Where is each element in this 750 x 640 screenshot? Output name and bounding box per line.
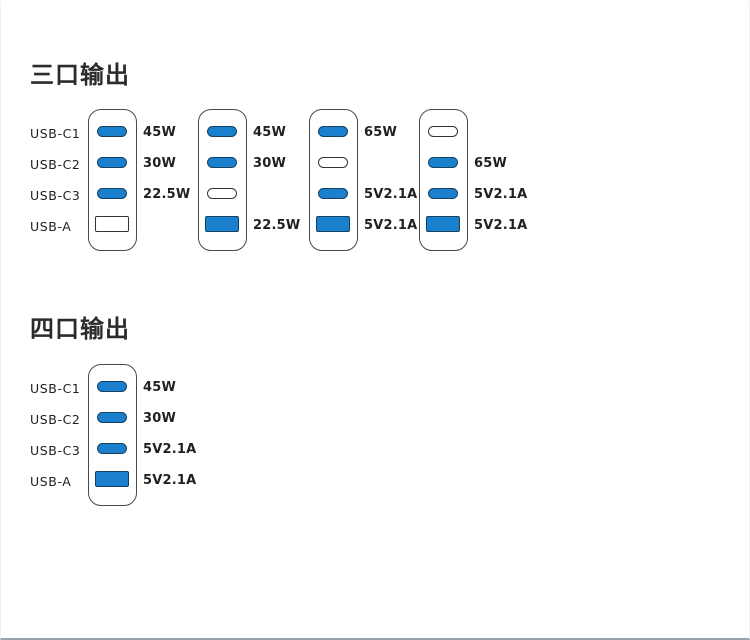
value-device3-usb-a: 5V2.1A (364, 218, 418, 233)
value-device2-usb-c1: 45W (253, 125, 287, 140)
port-device1-usb-a[interactable] (95, 216, 129, 232)
value-device3-usb-c3: 5V2.1A (364, 187, 418, 202)
port-device2-usb-a[interactable] (205, 216, 239, 232)
port-device5-usb-c1[interactable] (97, 381, 127, 392)
value-device1-usb-c3: 22.5W (143, 187, 191, 202)
port-device4-usb-c2[interactable] (428, 157, 458, 168)
value-device4-usb-c3: 5V2.1A (474, 187, 528, 202)
port-device5-usb-c3[interactable] (97, 443, 127, 454)
section-title-four-port: 四口输出 (30, 315, 130, 343)
value-device2-usb-c2: 30W (253, 156, 287, 171)
value-device5-usb-c2: 30W (143, 411, 177, 426)
value-device5-usb-c3: 5V2.1A (143, 442, 197, 457)
port-device3-usb-c1[interactable] (318, 126, 348, 137)
port-device2-usb-c2[interactable] (207, 157, 237, 168)
row-label-usb-c2: USB-C2 (30, 157, 81, 172)
row-label-usb-a: USB-A (30, 219, 72, 234)
value-device5-usb-a: 5V2.1A (143, 473, 197, 488)
row-label-usb-c3: USB-C3 (30, 188, 81, 203)
port-device3-usb-c3[interactable] (318, 188, 348, 199)
port-device5-usb-a[interactable] (95, 471, 129, 487)
row-label-four-usb-c3: USB-C3 (30, 443, 81, 458)
value-device4-usb-a: 5V2.1A (474, 218, 528, 233)
row-label-four-usb-c2: USB-C2 (30, 412, 81, 427)
port-device4-usb-a[interactable] (426, 216, 460, 232)
value-device2-usb-a: 22.5W (253, 218, 301, 233)
section-title-three-port: 三口输出 (30, 61, 130, 89)
port-device5-usb-c2[interactable] (97, 412, 127, 423)
port-device4-usb-c3[interactable] (428, 188, 458, 199)
value-device3-usb-c1: 65W (364, 125, 398, 140)
port-device3-usb-c2[interactable] (318, 157, 348, 168)
port-device1-usb-c2[interactable] (97, 157, 127, 168)
row-label-usb-c1: USB-C1 (30, 126, 81, 141)
port-device2-usb-c1[interactable] (207, 126, 237, 137)
port-device4-usb-c1[interactable] (428, 126, 458, 137)
port-device3-usb-a[interactable] (316, 216, 350, 232)
row-label-four-usb-c1: USB-C1 (30, 381, 81, 396)
port-device1-usb-c1[interactable] (97, 126, 127, 137)
row-label-four-usb-a: USB-A (30, 474, 72, 489)
port-device1-usb-c3[interactable] (97, 188, 127, 199)
value-device4-usb-c2: 65W (474, 156, 508, 171)
port-device2-usb-c3[interactable] (207, 188, 237, 199)
value-device5-usb-c1: 45W (143, 380, 177, 395)
value-device1-usb-c2: 30W (143, 156, 177, 171)
value-device1-usb-c1: 45W (143, 125, 177, 140)
